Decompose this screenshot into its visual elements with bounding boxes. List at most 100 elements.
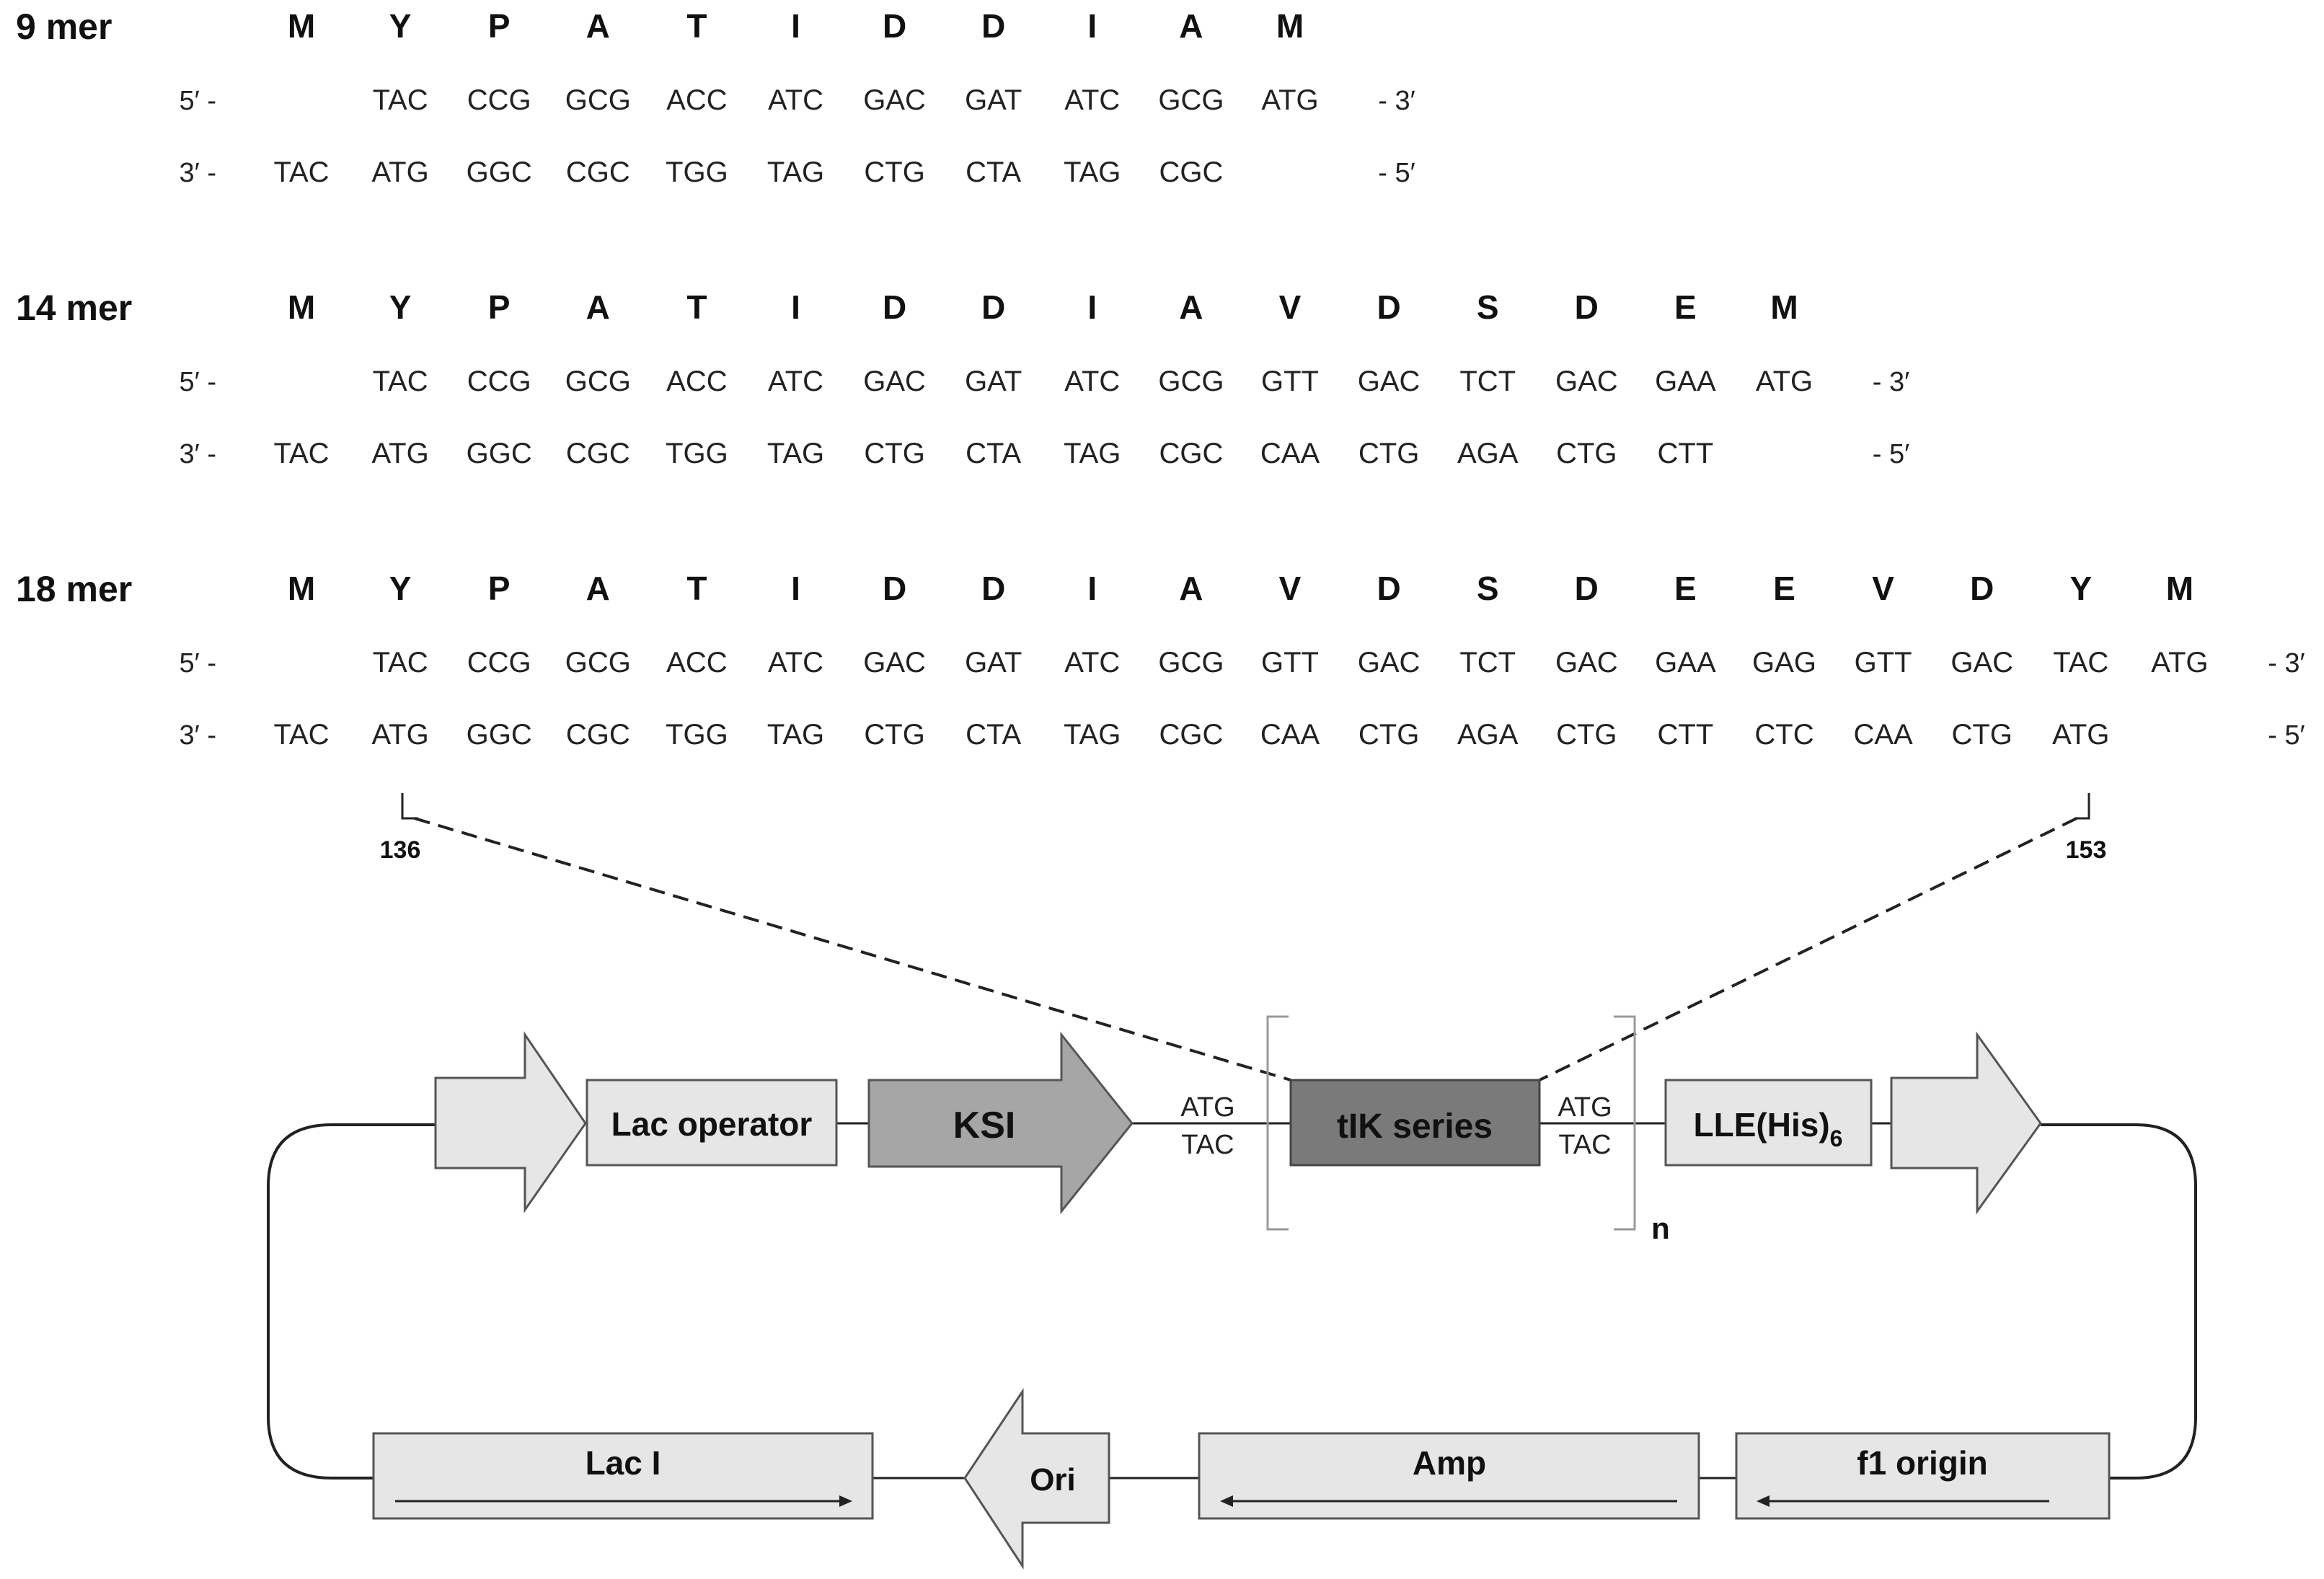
marker-start-label: 136 [380,836,421,864]
amino-acid: A [586,570,610,607]
codon-bottom: TAG [1064,719,1121,751]
codon-bottom: CTA [966,719,1021,751]
codon-top: GAT [965,366,1022,397]
lac-i-arrowhead [839,1495,852,1507]
codon-bottom: ATG [371,438,428,469]
amino-acid: D [1575,288,1599,326]
amino-acid: D [1377,288,1400,326]
amino-acid: M [1770,288,1798,326]
lac-operator-label: Lac operator [611,1105,813,1143]
amino-acid: Y [389,288,412,326]
amino-acid: D [1575,570,1599,607]
codon-bottom: CGC [1159,719,1223,751]
codon-bottom: GGC [467,438,532,469]
linker-right-top: ATG [1558,1092,1612,1123]
strand-bottom-prefix: 3′ - [180,439,216,469]
codon-bottom: CGC [1159,438,1223,469]
codon-bottom: CTG [864,156,924,188]
amino-acid: V [1279,288,1302,326]
codon-top: GCG [565,647,631,678]
f1-origin-arrowhead [1757,1495,1769,1507]
amino-acid: D [981,7,1005,45]
codon-top: GAT [965,647,1022,678]
codon-top: TAC [373,366,428,397]
codon-top: ATC [768,647,823,678]
codon-top: GAA [1655,647,1716,678]
codon-top: GAG [1752,647,1816,678]
lle-his-box [1664,1079,1873,1167]
amino-acid: M [288,570,315,607]
amino-acid: D [981,570,1005,607]
codon-top: CCG [467,84,531,116]
amino-acid: E [1674,570,1697,607]
codon-top: GAC [1555,647,1618,678]
amino-acid: P [488,288,511,326]
amino-acid: E [1773,570,1795,607]
codon-bottom: CTG [1951,719,2012,751]
codon-bottom: CTG [1556,719,1617,751]
codon-bottom: TAG [767,156,824,188]
amp-box [1198,1432,1700,1520]
codon-bottom: CTA [966,438,1021,469]
codon-bottom: CAA [1260,438,1320,469]
linker-left-top: ATG [1180,1092,1234,1123]
codon-bottom: TAC [273,156,329,188]
amino-acid: D [981,288,1005,326]
codon-top: ATC [768,84,823,116]
codon-bottom: TAG [767,719,824,751]
amino-acid: M [288,288,315,326]
codon-bottom: CGC [1159,156,1223,188]
repeat-bracket-left [1266,1015,1289,1231]
codon-bottom: GGC [467,156,532,188]
insert-markers: 136 153 [380,793,2107,1082]
codon-top: ATG [1756,366,1813,397]
codon-top: ACC [666,84,727,116]
amino-acid: Y [389,570,412,607]
amino-acid: I [791,288,800,326]
ksi-arrow [867,1031,1134,1215]
amino-acid: D [883,7,906,45]
codon-bottom: CAA [1260,719,1320,751]
amino-acid: S [1477,288,1499,326]
repeat-bracket-right [1614,1015,1636,1231]
codon-bottom: CTG [1358,438,1419,469]
codon-top: GAC [863,84,926,116]
codon-top: GAC [1358,366,1421,397]
ori-label: Ori [1030,1462,1076,1498]
lle-his-subscript: 6 [1830,1125,1843,1151]
codon-bottom: TGG [666,719,728,751]
strand-top-prefix: 5′ - [180,367,216,397]
strand-bottom-suffix: - 5′ [1873,439,1909,469]
amino-acid: V [1872,570,1894,607]
codon-bottom: CTT [1658,438,1714,469]
amino-acid: I [791,7,800,45]
amino-acid: I [1087,288,1097,326]
ori-arrow [963,1388,1110,1570]
codon-top: ATC [768,366,823,397]
codon-bottom: CTG [864,719,924,751]
codon-top: GCG [565,84,631,116]
tik-series-box [1289,1079,1541,1167]
codon-top: ATC [1064,647,1120,678]
marker-end-label: 153 [2066,836,2107,864]
sequence-length-label: 9 mer [16,6,112,47]
amino-acid: A [586,288,610,326]
codon-top: GAC [1950,647,2013,678]
strand-bottom-prefix: 3′ - [180,158,216,188]
promoter-arrow-left [434,1031,587,1213]
tik-series-label: tIK series [1337,1107,1493,1146]
amino-acid: E [1674,288,1697,326]
amino-acid: I [1087,570,1097,607]
sequence-length-label: 14 mer [16,288,132,328]
f1-origin-label: f1 origin [1857,1444,1987,1482]
codon-top: GAT [965,84,1022,116]
amino-acid: M [2166,570,2193,607]
amino-acid: A [1179,7,1203,45]
amino-acid: A [1179,288,1203,326]
amino-acid: S [1477,570,1499,607]
codon-top: GAC [1358,647,1421,678]
